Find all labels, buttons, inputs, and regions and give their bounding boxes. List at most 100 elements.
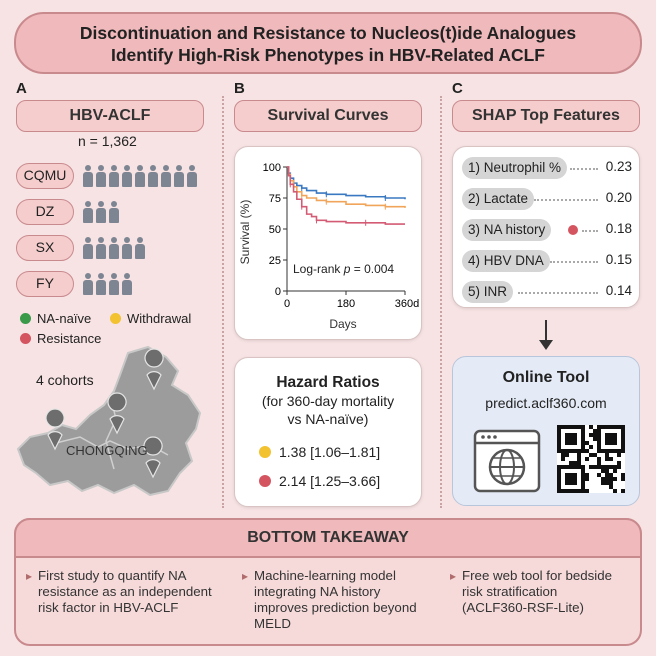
panel-a-header: HBV-ACLF <box>16 100 204 132</box>
panel-letter-a: A <box>16 80 27 97</box>
feature-value-5: 0.14 <box>605 283 632 298</box>
y-tick-label: 0 <box>275 286 281 298</box>
feature-row-5: 5) INR 0.14 <box>462 281 632 303</box>
takeaway-3-line-1: Free web tool for bedside <box>462 568 613 583</box>
web-browser-globe-icon <box>473 429 541 493</box>
y-tick-label: 100 <box>263 162 281 174</box>
y-axis-label: Survival (%) <box>238 200 252 265</box>
person-icon <box>108 201 119 223</box>
yellow-dot-icon <box>259 446 271 458</box>
feature-dots-1 <box>570 168 598 170</box>
map-pin-icon <box>143 436 163 479</box>
chongqing-map: 4 cohorts CHONGQING <box>16 345 202 497</box>
feature-row-3: 3) NA history 0.18 <box>462 219 632 241</box>
survival-curve-1 <box>287 166 406 200</box>
takeaway-item-3: Free web tool for bedside risk stratific… <box>450 568 640 616</box>
hazard-row-withdrawal: 1.38 [1.06–1.81] <box>259 444 380 460</box>
feature-dots-3 <box>582 230 598 232</box>
people-icons-fy <box>82 273 132 295</box>
panel-letter-c: C <box>452 80 463 97</box>
takeaway-item-1: First study to quantify NA resistance as… <box>26 568 236 616</box>
person-icon <box>95 165 106 187</box>
y-tick-label: 25 <box>269 255 281 267</box>
hazard-subtitle-2: vs NA-naïve) <box>287 411 369 427</box>
person-icon <box>186 165 197 187</box>
legend-withdrawal: Withdrawal <box>110 311 191 326</box>
divider-bc <box>440 96 442 508</box>
feature-value-1: 0.23 <box>605 159 632 174</box>
online-tool-card: Online Tool predict.aclf360.com <box>452 356 640 506</box>
hazard-subtitle-1: (for 360-day mortality <box>261 393 395 409</box>
feature-row-1: 1) Neutrophil % 0.23 <box>462 157 632 179</box>
takeaway-3-line-3: (ACLF360-RSF-Lite) <box>462 600 584 615</box>
sample-size: n = 1,362 <box>78 133 137 149</box>
feature-dots-4 <box>550 261 598 263</box>
yellow-dot-icon <box>110 313 121 324</box>
panel-c-header: SHAP Top Features <box>452 100 640 132</box>
divider-ab <box>222 96 224 508</box>
x-tick-label: 0 <box>284 298 290 310</box>
takeaway-2-line-2: integrating NA history <box>254 584 381 599</box>
person-icon <box>82 237 93 259</box>
red-dot-icon <box>259 475 271 487</box>
logrank-p: p <box>343 262 351 276</box>
title-line-1: Discontinuation and Resistance to Nucleo… <box>79 23 577 43</box>
person-icon <box>95 237 106 259</box>
feature-dots-2 <box>534 199 598 201</box>
logrank-value: = 0.004 <box>350 262 394 276</box>
feature-value-4: 0.15 <box>605 252 632 267</box>
feature-dots-5 <box>518 292 598 294</box>
person-icon <box>147 165 158 187</box>
feature-label-1: 1) Neutrophil % <box>462 157 568 179</box>
arrow-down-icon <box>539 320 553 350</box>
cohort-badge-cqmu: CQMU <box>16 163 74 189</box>
takeaway-2-line-1: Machine-learning model <box>254 568 396 583</box>
takeaway-3-line-2: risk stratification <box>462 584 558 599</box>
legend-na-naive: NA-naïve <box>20 311 91 326</box>
legend-withdrawal-label: Withdrawal <box>127 311 192 326</box>
panel-b-header: Survival Curves <box>234 100 422 132</box>
feature-row-2: 2) Lactate 0.20 <box>462 188 632 210</box>
hazard-title: Hazard Ratios <box>276 374 380 391</box>
takeaway-1-line-2: resistance as an independent <box>38 584 212 599</box>
y-tick-label: 50 <box>269 224 281 236</box>
takeaway-item-2: Machine-learning model integrating NA hi… <box>242 568 447 632</box>
hazard-value-resistance: 2.14 [1.25–3.66] <box>279 473 381 489</box>
person-icon <box>108 165 119 187</box>
feature-value-3: 0.18 <box>605 221 632 236</box>
person-icon <box>121 273 132 295</box>
logrank-annotation: Log-rank p = 0.004 <box>293 262 394 276</box>
person-icon <box>82 273 93 295</box>
x-axis-label: Days <box>329 317 356 331</box>
map-cohort-count: 4 cohorts <box>36 372 94 388</box>
feature-label-5: 5) INR <box>462 281 514 303</box>
online-tool-title: Online Tool <box>502 369 590 386</box>
people-icons-cqmu <box>82 165 197 187</box>
online-tool-url[interactable]: predict.aclf360.com <box>485 395 607 411</box>
green-dot-icon <box>20 313 31 324</box>
survival-chart: Survival (%) Days 0 25 50 75 100 0 180 360d Log… <box>238 162 419 331</box>
map-region-shape <box>16 345 202 497</box>
feature-row-4: 4) HBV DNA 0.15 <box>462 250 632 272</box>
x-tick-label: 180 <box>337 298 355 310</box>
title-banner: Discontinuation and Resistance to Nucleo… <box>14 12 642 74</box>
x-tick-label: 360d <box>395 298 419 310</box>
qr-code-icon[interactable] <box>557 425 625 493</box>
y-tick-label: 75 <box>269 193 281 205</box>
person-icon <box>95 273 106 295</box>
hazard-ratio-card: Hazard Ratios (for 360-day mortality vs … <box>234 357 422 507</box>
person-icon <box>121 237 132 259</box>
cohort-badge-dz: DZ <box>16 199 74 225</box>
feature-value-2: 0.20 <box>605 190 632 205</box>
na-history-marker-icon <box>568 225 578 235</box>
cohort-badge-sx: SX <box>16 235 74 261</box>
legend-na-naive-label: NA-naïve <box>37 311 92 326</box>
hazard-row-resistance: 2.14 [1.25–3.66] <box>259 473 380 489</box>
person-icon <box>173 165 184 187</box>
takeaway-1-line-3: risk factor in HBV-ACLF <box>38 600 179 615</box>
person-icon <box>134 237 145 259</box>
feature-label-2: 2) Lactate <box>462 188 535 210</box>
person-icon <box>82 201 93 223</box>
people-icons-dz <box>82 201 119 223</box>
person-icon <box>121 165 132 187</box>
